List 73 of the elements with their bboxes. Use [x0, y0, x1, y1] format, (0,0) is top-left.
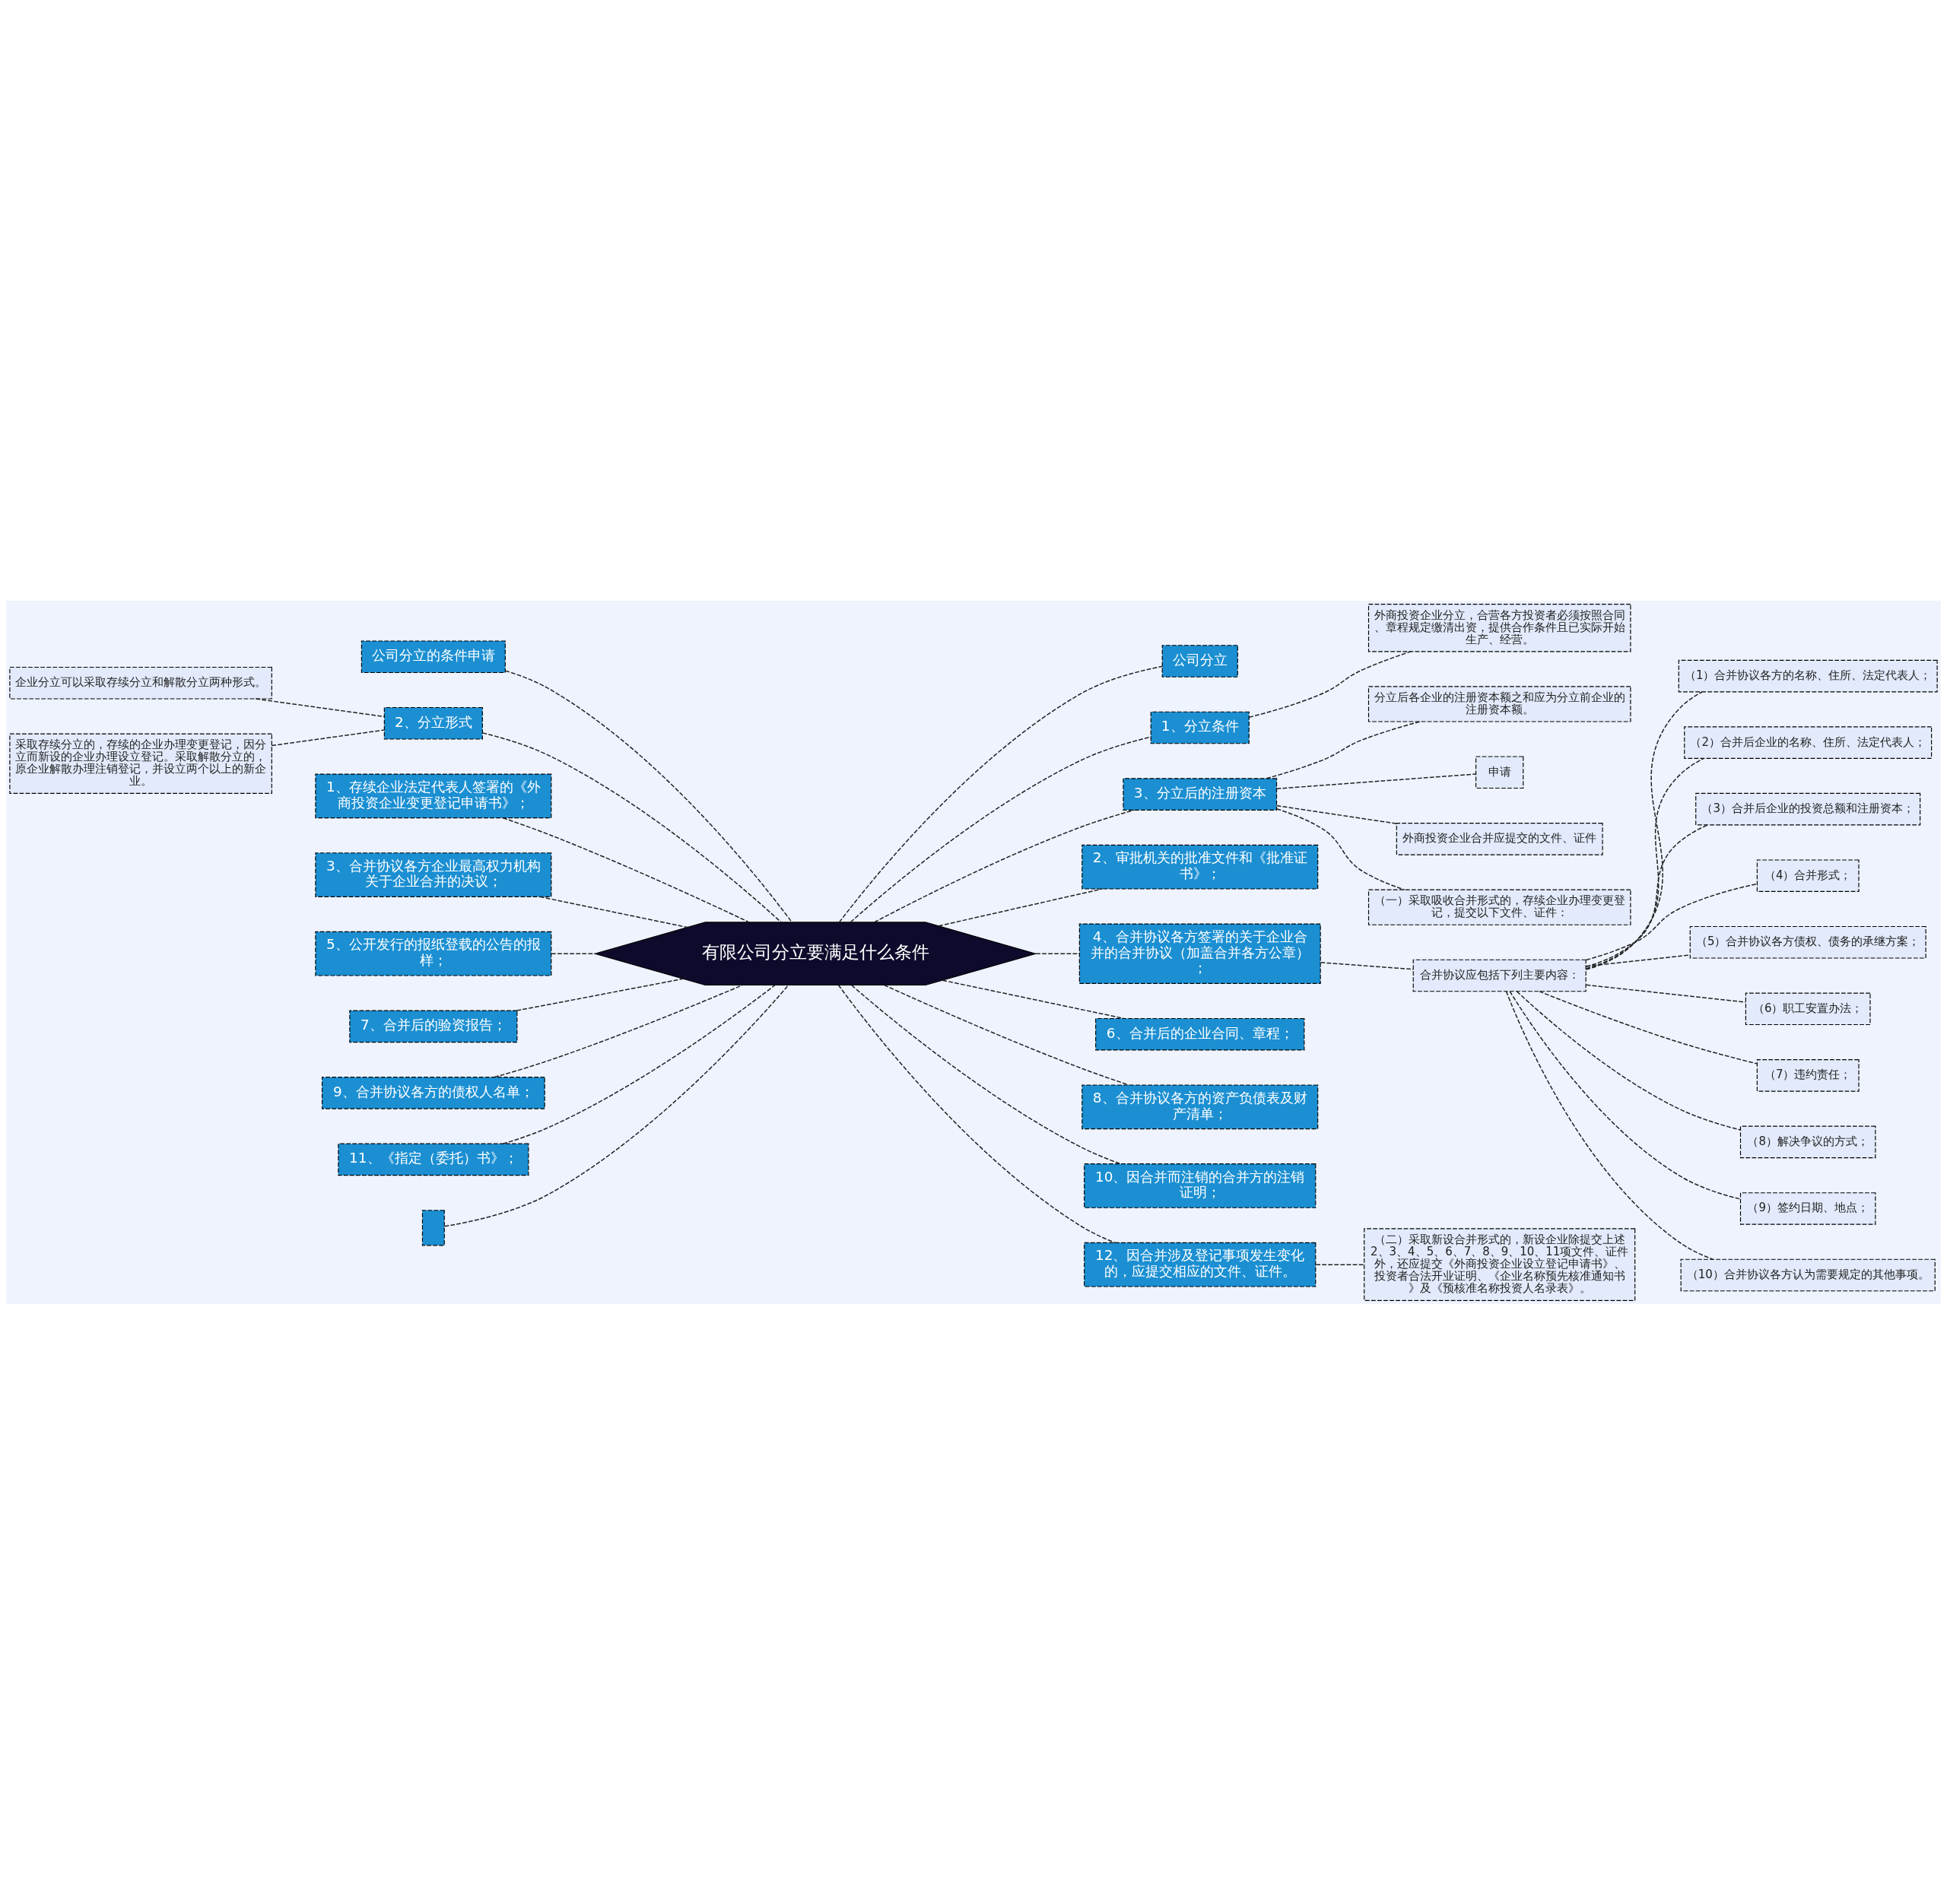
connector: [1276, 773, 1477, 789]
connector: [1539, 990, 1758, 1065]
connector: [271, 728, 385, 746]
connector: [883, 984, 1129, 1086]
node-box: 3、分立后的注册资本: [1123, 777, 1278, 811]
node-box: [421, 1209, 445, 1246]
node-box: 1、分立条件: [1150, 711, 1250, 744]
connector: [494, 984, 743, 1077]
connector: [837, 984, 1116, 1243]
node-box: 外商投资企业合并应提交的文件、证件: [1396, 822, 1603, 855]
node-box: 1、存续企业法定代表人签署的《外商投资企业变更登记申请书》；: [315, 773, 552, 818]
connector: [502, 817, 750, 923]
node-box: （二）采取新设合并形式的，新设企业除提交上述2、3、4、5、6、7、8、9、10、11项文件、证件外，还应提交《外商投资企业设立登记申请书》、投资者合法开业证明、《企业名称预先核准通知书》及《预核准名称投资人名录表》。: [1364, 1227, 1636, 1301]
connector: [1585, 757, 1705, 969]
connector: [1509, 990, 1742, 1200]
connector: [1320, 961, 1414, 969]
connector: [1585, 823, 1708, 967]
connector: [516, 978, 684, 1011]
connector: [1248, 650, 1412, 718]
node-box: 企业分立可以采取存续分立和解散分立两种形式。: [9, 666, 272, 700]
node-box: （一）采取吸收合并形式的，存续企业办理变更登记，提交以下文件、证件：: [1367, 889, 1631, 925]
connector: [502, 984, 776, 1144]
connector: [850, 735, 1151, 922]
node-box: 2、分立形式: [383, 706, 483, 740]
node-box: （5）合并协议各方债权、债务的承继方案；: [1689, 925, 1926, 959]
node-box: 9、合并协议各方的债权人名单；: [322, 1076, 545, 1109]
connector: [1585, 690, 1703, 970]
node-box: 7、合并后的验资报告；: [349, 1010, 518, 1042]
connector: [1315, 1263, 1365, 1265]
connector: [873, 809, 1135, 923]
connector: [851, 984, 1121, 1164]
connector: [504, 669, 792, 922]
connector: [1266, 720, 1421, 779]
connector: [1505, 990, 1714, 1260]
connector: [1585, 883, 1758, 960]
connector: [539, 896, 688, 928]
node-box: 8、合并协议各方的资产负债表及财产清单；: [1081, 1084, 1319, 1129]
node-box: 6、合并后的企业合同、章程；: [1095, 1017, 1305, 1050]
connector: [481, 731, 782, 922]
node-box: 3、合并协议各方企业最高权力机构关于企业合并的决议；: [315, 852, 552, 897]
node-box: 4、合并协议各方签署的关于企业合并的合并协议（加盖合并各方公章）；: [1078, 923, 1321, 984]
connector: [1585, 954, 1691, 966]
node-box: （9）签约日期、地点；: [1739, 1192, 1876, 1225]
connector: [838, 665, 1163, 923]
node-box: 12、因合并涉及登记事项发生变化的，应提交相应的文件、证件。: [1084, 1242, 1317, 1287]
connector: [255, 697, 385, 717]
connector: [1276, 804, 1397, 824]
connector: [443, 984, 789, 1227]
node-box: 5、公开发行的报纸登载的公告的报样；: [315, 931, 552, 976]
connector: [938, 887, 1104, 926]
node-box: 10、因合并而注销的合并方的注销证明；: [1084, 1163, 1317, 1208]
node-box: 公司分立: [1161, 644, 1238, 678]
node-box: （4）合并形式；: [1756, 858, 1860, 892]
node-box: 2、审批机关的批准文件和《批准证书》；: [1081, 844, 1319, 890]
node-box: 采取存续分立的，存续的企业办理变更登记，因分立而新设的企业办理设立登记。采取解散分立的，原企业解散办理注销登记，并设立两个以上的新企业。: [9, 733, 272, 794]
node-box: （2）合并后企业的名称、住所、法定代表人；: [1684, 725, 1933, 759]
node-box: 外商投资企业分立，合营各方投资者必须按照合同、章程规定缴清出资，提供合作条件且已实际开始生产、经营。: [1367, 603, 1631, 652]
node-box: 申请: [1475, 755, 1524, 789]
connector: [1275, 808, 1405, 890]
connector: [1516, 990, 1742, 1131]
connector: [1035, 953, 1080, 954]
node-box: （1）合并协议各方的名称、住所、法定代表人；: [1678, 659, 1938, 692]
connector: [1585, 984, 1746, 1003]
node-box: 11、《指定（委托）书》；: [338, 1143, 529, 1176]
connector: [942, 979, 1125, 1019]
node-box: （6）职工安置办法；: [1745, 992, 1871, 1025]
node-box: （3）合并后企业的投资总额和注册资本；: [1695, 792, 1921, 825]
node-box: 公司分立的条件申请: [360, 639, 506, 673]
node-box: （7）违约责任；: [1756, 1058, 1860, 1092]
node-box: 合并协议应包括下列主要内容：: [1412, 959, 1587, 992]
node-box: （10）合并协议各方认为需要规定的其他事项。: [1680, 1258, 1936, 1291]
node-box: （8）解决争议的方式；: [1739, 1125, 1876, 1158]
node-box: 分立后各企业的注册资本额之和应为分立前企业的注册资本额。: [1367, 685, 1631, 722]
